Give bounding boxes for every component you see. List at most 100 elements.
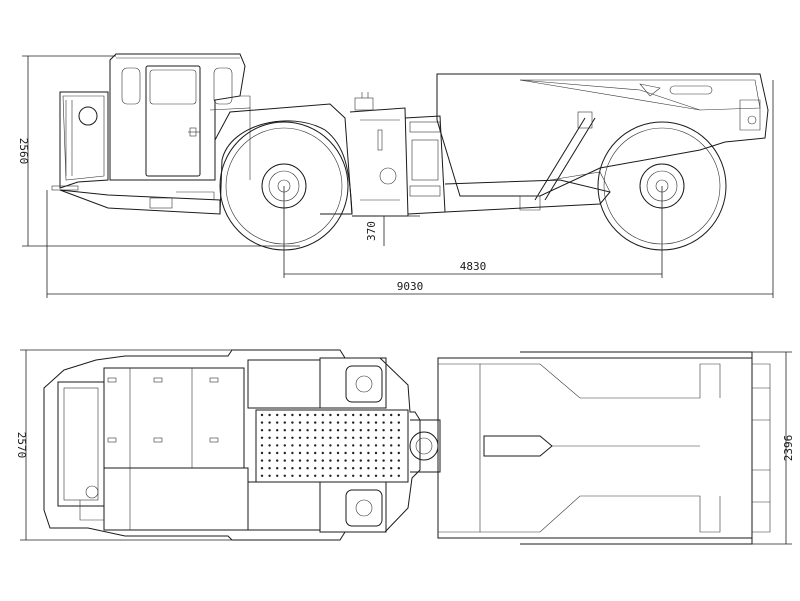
dim-overall-length: 9030 <box>397 280 424 293</box>
plate-hole <box>314 444 317 447</box>
plate-hole <box>298 421 302 424</box>
plate-hole <box>276 474 279 477</box>
side-view-dimensions <box>22 55 774 298</box>
plate-hole <box>260 474 264 477</box>
plate-hole <box>268 459 271 462</box>
plate-hole <box>374 444 378 447</box>
plate-hole <box>306 444 309 447</box>
plate-hole <box>374 451 378 455</box>
plate-hole <box>359 421 362 424</box>
plate-hole <box>390 413 393 417</box>
plate-hole <box>321 421 324 424</box>
plate-hole <box>291 444 294 447</box>
plate-hole <box>367 459 370 462</box>
plate-hole <box>344 474 347 477</box>
plate-hole <box>298 444 302 447</box>
plate-hole <box>390 429 393 432</box>
plate-hole <box>359 436 362 439</box>
plate-hole <box>276 436 279 439</box>
plate-hole <box>314 459 317 462</box>
plate-hole <box>321 444 324 447</box>
plate-hole <box>352 474 355 477</box>
plate-hole <box>321 474 324 477</box>
plate-hole <box>397 436 400 439</box>
plate-hole <box>283 413 286 417</box>
plate-hole <box>390 459 393 462</box>
plate-hole <box>344 413 347 417</box>
dim-box-width: 2396 <box>782 435 795 462</box>
plate-hole <box>260 429 264 432</box>
plate-hole <box>390 467 393 470</box>
plate-hole <box>268 436 271 439</box>
plate-hole <box>268 429 271 432</box>
plate-hole <box>306 429 309 432</box>
side-view-truck-icon <box>51 53 769 251</box>
plate-hole <box>268 474 271 477</box>
plate-hole <box>283 429 286 432</box>
plate-hole <box>359 429 362 432</box>
plate-hole <box>382 421 385 424</box>
plate-hole <box>283 451 286 455</box>
plate-hole <box>306 474 309 477</box>
plate-hole <box>352 429 355 432</box>
plate-hole <box>390 474 393 477</box>
plate-hole <box>329 451 332 455</box>
plate-hole <box>344 467 347 470</box>
plate-hole <box>321 436 324 439</box>
plate-hole <box>352 444 355 447</box>
plate-hole <box>344 451 347 455</box>
plate-hole <box>276 444 279 447</box>
plate-hole <box>336 436 340 439</box>
plate-hole <box>298 436 302 439</box>
plate-hole <box>298 467 302 470</box>
top-view-dimensions <box>20 349 792 545</box>
plate-hole <box>298 474 302 477</box>
plate-hole <box>298 459 302 462</box>
plate-hole <box>283 474 286 477</box>
plate-hole <box>336 429 340 432</box>
plate-hole <box>397 413 400 417</box>
plate-hole <box>352 451 355 455</box>
plate-hole <box>352 459 355 462</box>
plate-hole <box>374 429 378 432</box>
plate-hole <box>298 429 302 432</box>
plate-hole <box>390 436 393 439</box>
plate-hole <box>367 436 370 439</box>
plate-hole <box>314 451 317 455</box>
plate-hole <box>329 429 332 432</box>
plate-hole <box>314 429 317 432</box>
plate-hole <box>329 474 332 477</box>
plate-hole <box>276 467 279 470</box>
plate-hole <box>352 421 355 424</box>
plate-hole <box>329 436 332 439</box>
plate-hole <box>374 467 378 470</box>
plate-hole <box>329 421 332 424</box>
plate-hole <box>329 413 332 417</box>
plate-hole <box>374 459 378 462</box>
plate-hole <box>291 436 294 439</box>
plate-hole <box>390 421 393 424</box>
plate-hole <box>344 444 347 447</box>
dim-top-width: 2570 <box>15 432 28 459</box>
plate-hole <box>268 421 271 424</box>
plate-hole <box>390 451 393 455</box>
plate-hole <box>367 444 370 447</box>
plate-hole <box>359 413 362 417</box>
plate-hole <box>291 459 294 462</box>
plate-hole <box>397 429 400 432</box>
plate-hole <box>260 459 264 462</box>
plate-hole <box>336 467 340 470</box>
plate-hole <box>268 467 271 470</box>
plate-hole <box>367 421 370 424</box>
plate-hole <box>359 474 362 477</box>
plate-hole <box>397 421 400 424</box>
plate-hole <box>382 451 385 455</box>
plate-hole <box>336 459 340 462</box>
plate-hole <box>397 459 400 462</box>
plate-hole <box>367 474 370 477</box>
plate-hole <box>306 421 309 424</box>
plate-hole <box>321 413 324 417</box>
plate-hole <box>382 413 385 417</box>
plate-hole <box>260 436 264 439</box>
plate-hole <box>260 444 264 447</box>
